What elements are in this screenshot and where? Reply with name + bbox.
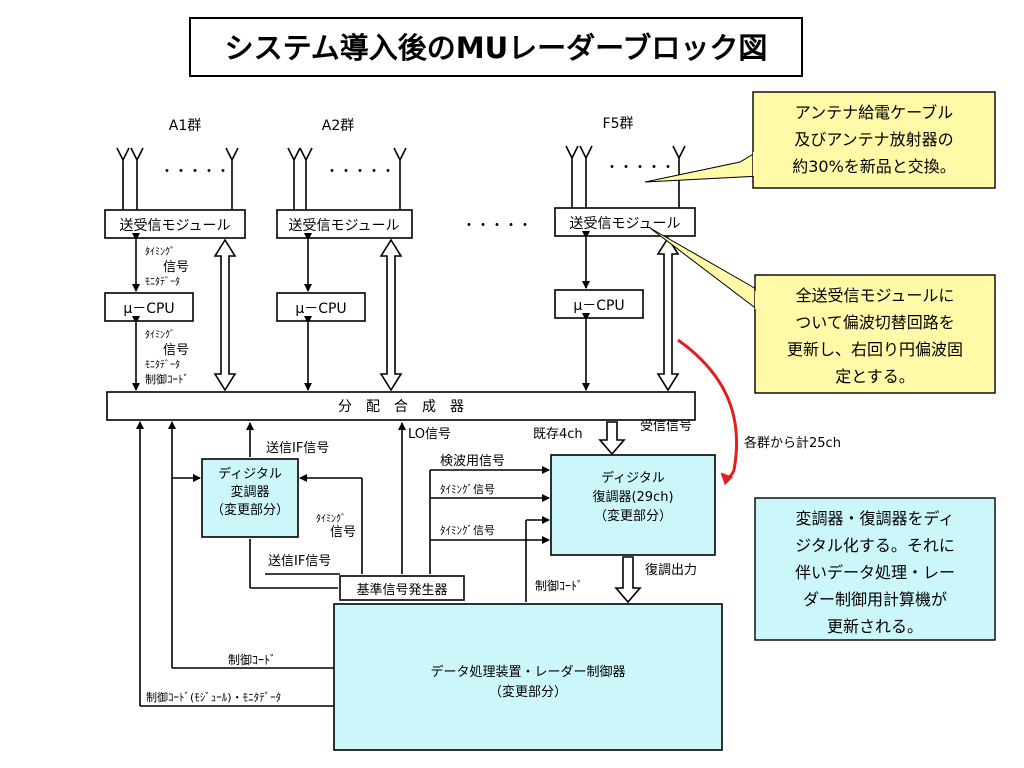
rf-path-arrows bbox=[213, 236, 680, 392]
tr-module-a2-label: 送受信モジュール bbox=[288, 218, 399, 234]
tx-if-signal-bottom: 送信IF信号 bbox=[268, 554, 331, 569]
digitalization-callout-line2: ジタル化する。それに bbox=[795, 536, 955, 555]
existing-4ch-label: 既存4ch bbox=[533, 427, 583, 442]
distributor-combiner-label: 分 配 合 成 器 bbox=[338, 399, 464, 415]
cpu-f5-label: μ－CPU bbox=[573, 298, 624, 314]
signal-label-2: 信号 bbox=[163, 343, 189, 358]
tr-module-a2 bbox=[276, 209, 413, 239]
antenna-array-a1 bbox=[116, 147, 239, 210]
demod-timing-label-1: ﾀｲﾐﾝｸﾞ信号 bbox=[440, 483, 495, 496]
demod-output-label: 復調出力 bbox=[645, 562, 697, 578]
data-processing-radar-controller bbox=[333, 603, 723, 751]
digitalization-callout-line3: 伴いデータ処理・レー bbox=[795, 563, 955, 582]
demodulator-line2: 復調器(29ch) bbox=[592, 489, 673, 505]
antenna-array-a2 bbox=[287, 147, 407, 210]
group-label-a1: A1群 bbox=[169, 118, 201, 134]
module-callout-line1: 全送受信モジュールに bbox=[796, 286, 955, 305]
control-code-module-monitor-label: 制御ｺｰﾄﾞ(ﾓｼﾞｭｰﾙ)・ﾓﾆﾀﾃﾞｰﾀ bbox=[146, 690, 281, 704]
cpu-f5 bbox=[554, 289, 644, 319]
antenna-callout-line1: アンテナ給電ケーブル bbox=[795, 103, 953, 122]
channel-count-note: 各群から計25ch bbox=[744, 435, 841, 451]
modulator-line2: 変調器 bbox=[230, 484, 269, 500]
tx-if-signal-top: 送信IF信号 bbox=[266, 441, 329, 456]
digitalization-callout-line4: ダー制御用計算機が bbox=[803, 590, 947, 609]
module-callout-line3: 更新し、右回り円偏波固 bbox=[787, 340, 963, 359]
digitalization-callout-line5: 更新される。 bbox=[827, 617, 923, 636]
cpu-a2-label: μ－CPU bbox=[295, 301, 346, 317]
control-label-2: 制御ｺｰﾄﾞ bbox=[145, 372, 189, 386]
data-processing-line1: データ処理装置・レーダー制御器 bbox=[430, 664, 625, 680]
digital-modulator bbox=[201, 458, 299, 538]
modulator-line1: ディジタル bbox=[218, 466, 282, 482]
page-title: システム導入後のMUレーダーブロック図 bbox=[225, 31, 768, 65]
modules-dots: ・・・・・ bbox=[462, 218, 532, 234]
tr-module-f5-label: 送受信モジュール bbox=[569, 216, 680, 232]
monitor-label-2: ﾓﾆﾀﾃﾞｰﾀ bbox=[145, 359, 180, 371]
red-channel-arrow bbox=[677, 338, 739, 486]
demodulator-line3: （変更部分） bbox=[594, 508, 672, 524]
digitalization-callout bbox=[754, 497, 996, 641]
module-callout-line4: 定とする。 bbox=[835, 367, 915, 386]
reference-signal-generator bbox=[339, 575, 465, 601]
antenna-callout-line2: 及びアンテナ放射器の bbox=[794, 130, 953, 149]
group-label-a2: A2群 bbox=[322, 118, 354, 134]
modulator-line3: （変更部分） bbox=[211, 502, 289, 518]
antenna-array-f5 bbox=[565, 145, 686, 208]
control-code-left-label: 制御ｺｰﾄﾞ bbox=[228, 652, 276, 667]
tr-module-a1 bbox=[104, 209, 246, 239]
cpu-a2 bbox=[276, 292, 366, 322]
antenna-callout-line3: 約30%を新品と交換。 bbox=[792, 157, 956, 176]
timing-label-1: ﾀｲﾐﾝｸﾞ bbox=[145, 246, 175, 258]
lower-signal-lines bbox=[136, 421, 550, 707]
digitalization-callout-line1: 変調器・復調器をディ bbox=[796, 509, 955, 528]
module-cpu-links bbox=[132, 231, 590, 391]
antenna-dots-f5: ・・・・・ bbox=[605, 160, 675, 176]
mod-timing-label-a: ﾀｲﾐﾝｸﾞ bbox=[316, 513, 346, 525]
lo-signal-label: LO信号 bbox=[408, 427, 451, 442]
antenna-dots-a1: ・・・・・ bbox=[160, 164, 230, 180]
digital-demodulator bbox=[550, 454, 716, 556]
signal-label-1: 信号 bbox=[163, 260, 189, 275]
mod-timing-label-b: 信号 bbox=[330, 525, 356, 540]
reference-signal-generator-label: 基準信号発生器 bbox=[356, 582, 447, 598]
module-callout-line2: ついて偏波切替回路を bbox=[795, 313, 955, 332]
demod-timing-label-2: ﾀｲﾐﾝｸﾞ信号 bbox=[440, 524, 495, 537]
monitor-label-1: ﾓﾆﾀﾃﾞｰﾀ bbox=[145, 276, 180, 288]
detection-signal-label: 検波用信号 bbox=[440, 454, 505, 469]
antenna-dots-a2: ・・・・・ bbox=[325, 164, 395, 180]
demodulator-line1: ディジタル bbox=[601, 470, 665, 486]
timing-label-2: ﾀｲﾐﾝｸﾞ bbox=[145, 329, 175, 341]
module-callout bbox=[754, 274, 996, 394]
data-processing-line2: （変更部分） bbox=[489, 684, 567, 700]
cpu-a1-label: μ－CPU bbox=[123, 301, 174, 317]
control-code-label: 制御ｺｰﾄﾞ bbox=[535, 578, 583, 593]
tr-module-f5 bbox=[554, 207, 696, 237]
distributor-combiner bbox=[106, 391, 696, 421]
cpu-a1 bbox=[104, 292, 194, 322]
antenna-callout bbox=[752, 91, 996, 189]
group-label-f5: F5群 bbox=[603, 116, 634, 132]
title-box bbox=[189, 17, 803, 77]
tr-module-a1-label: 送受信モジュール bbox=[119, 218, 230, 234]
hollow-signal-arrows bbox=[598, 421, 642, 604]
rx-signal-label: 受信信号 bbox=[640, 419, 692, 434]
